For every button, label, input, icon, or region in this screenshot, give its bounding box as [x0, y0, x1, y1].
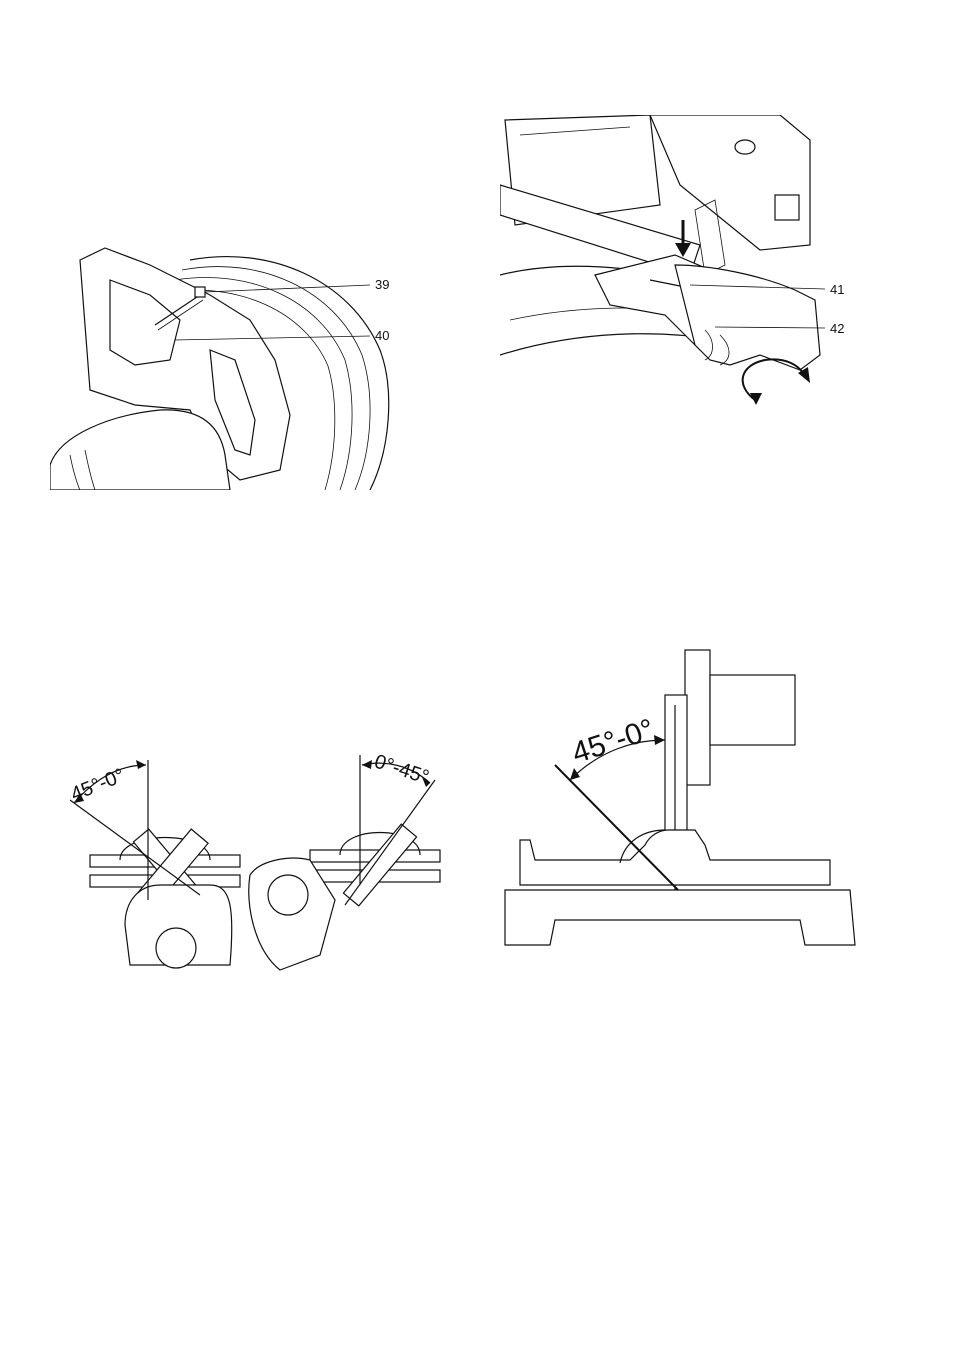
callout-41: 41 [830, 282, 844, 297]
callout-40: 40 [375, 328, 389, 343]
callout-39: 39 [375, 277, 389, 292]
bevel-sideview-illustration: 45°-0° [500, 645, 860, 955]
blade-guard-illustration: 39 40 [50, 240, 410, 490]
right-operator: 0°-45° [249, 751, 440, 970]
left-miter-angle-label: 45°-0° [68, 765, 128, 806]
callout-42: 42 [830, 321, 844, 336]
figure-bevel-lock: 41 42 [500, 115, 860, 410]
figure-miter-topview: 45°-0° 0°-45° [60, 735, 450, 975]
bevel-angle-label: 45°-0° [568, 713, 658, 770]
bevel-lock-illustration: 41 42 [500, 115, 860, 410]
figure-blade-guard: 39 40 [50, 240, 410, 490]
figure-bevel-sideview: 45°-0° [500, 645, 860, 955]
miter-topview-illustration: 45°-0° 0°-45° [60, 735, 450, 975]
left-operator: 45°-0° [68, 760, 240, 968]
right-miter-angle-label: 0°-45° [372, 751, 432, 789]
